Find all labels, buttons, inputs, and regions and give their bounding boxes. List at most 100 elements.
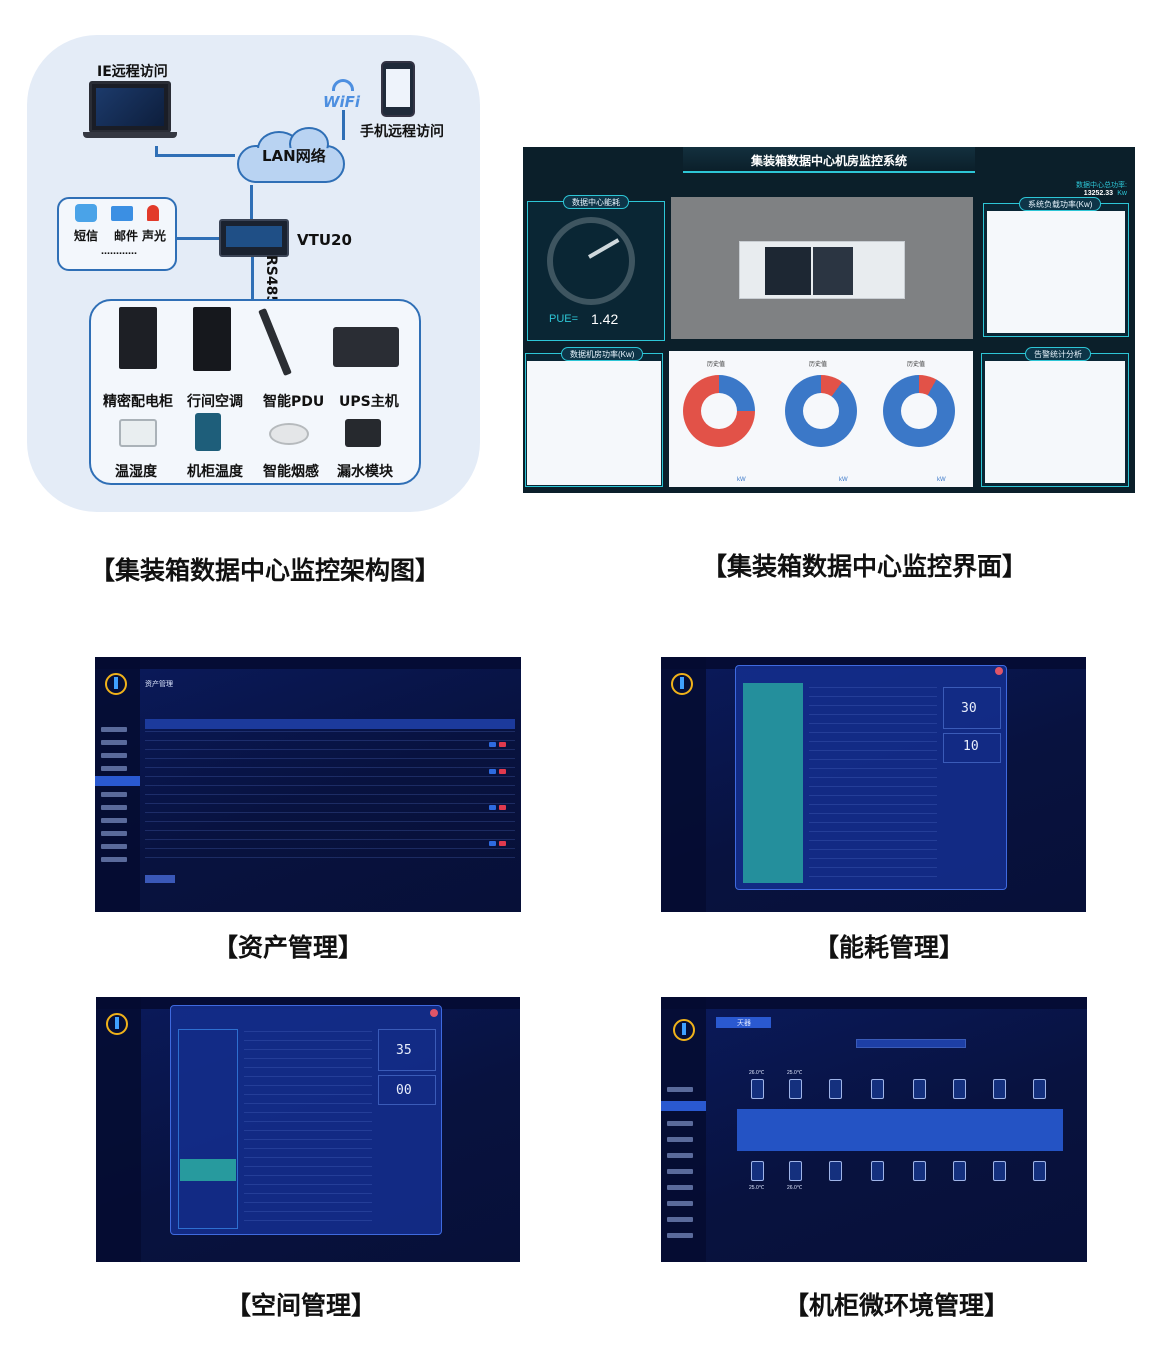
sidebar-item-8[interactable]: [667, 1201, 693, 1206]
delete-button[interactable]: [499, 805, 506, 810]
sidebar-item-11[interactable]: [101, 857, 127, 862]
cabinet-icon[interactable]: [871, 1161, 884, 1181]
value-card-2: [943, 733, 1001, 763]
cabinet-icon[interactable]: [953, 1161, 966, 1181]
sidebar-item-10[interactable]: [667, 1233, 693, 1238]
more-dots: …………: [101, 247, 137, 257]
cabinet-icon[interactable]: [829, 1161, 842, 1181]
donut-unit-3: kW: [937, 477, 946, 483]
energy-management-screenshot: 30 10: [661, 657, 1086, 912]
cabinet-temp-icon: [195, 413, 221, 451]
cabinet-icon[interactable]: [993, 1161, 1006, 1181]
space-value-1: 35: [396, 1043, 412, 1058]
sidebar-item-4[interactable]: [101, 766, 127, 771]
lan-label: LAN网络: [262, 147, 326, 165]
edit-button[interactable]: [489, 841, 496, 846]
sidebar-item-1[interactable]: [101, 727, 127, 732]
edit-button[interactable]: [489, 769, 496, 774]
close-icon[interactable]: [430, 1009, 438, 1017]
table-header: [145, 719, 515, 729]
sidebar-item-1[interactable]: [667, 1087, 693, 1092]
asset-table: [145, 731, 515, 866]
sidebar-item-3[interactable]: [101, 753, 127, 758]
sidebar-item-9[interactable]: [667, 1217, 693, 1222]
edit-button[interactable]: [489, 742, 496, 747]
selected-slot[interactable]: [180, 1159, 236, 1181]
delete-button[interactable]: [499, 742, 506, 747]
top-bar: [95, 657, 521, 669]
logo-icon: [106, 1013, 128, 1035]
device-label-6: 智能烟感: [263, 464, 319, 480]
donut-title-2: 历史值: [809, 362, 828, 368]
sys-load-chart: [987, 211, 1125, 333]
aircon-icon: [193, 307, 231, 371]
cabinet-icon[interactable]: [789, 1079, 802, 1099]
device-label-0: 精密配电柜: [103, 394, 173, 410]
cabinet-icon[interactable]: [789, 1161, 802, 1181]
energy-value-1: 30: [961, 701, 977, 716]
cabinet-icon[interactable]: [1033, 1161, 1046, 1181]
sidebar-item-2[interactable]: [101, 740, 127, 745]
sidebar-item-7[interactable]: [667, 1185, 693, 1190]
cabinet-icon[interactable]: [871, 1079, 884, 1099]
delete-button[interactable]: [499, 769, 506, 774]
alarm-panel-title: 告警统计分析: [1025, 347, 1091, 361]
delete-button[interactable]: [499, 841, 506, 846]
wifi-icon: [332, 79, 354, 91]
temp-reading: 26.0℃: [787, 1185, 803, 1191]
filter-tabs[interactable]: [856, 1039, 966, 1048]
cloud-icon: [227, 127, 352, 185]
space-value-2: 00: [396, 1083, 412, 1098]
device-label-7: 漏水模块: [337, 464, 393, 480]
caption-asset: 【资产管理】: [213, 933, 364, 962]
total-power-value: 13252.33: [1083, 190, 1113, 197]
donut-unit-1: kW: [737, 477, 746, 483]
alarm-label: 声光: [142, 229, 167, 243]
tab-active[interactable]: [716, 1017, 771, 1028]
line-laptop-lan-h: [155, 154, 235, 157]
cabinet-panel: [743, 683, 803, 883]
temp-reading: 26.0℃: [749, 1070, 765, 1076]
sidebar-item-9[interactable]: [101, 831, 127, 836]
dashboard-title: 集装箱数据中心机房监控系统: [750, 154, 907, 168]
sidebar-item-6[interactable]: [667, 1169, 693, 1174]
close-icon[interactable]: [995, 667, 1003, 675]
tab-label: 天器: [737, 1020, 751, 1027]
modal-dialog: [170, 1005, 442, 1235]
line-vtu-devices: [251, 257, 254, 299]
sidebar-item-5[interactable]: [667, 1153, 693, 1158]
cabinet-icon[interactable]: [1033, 1079, 1046, 1099]
sidebar-item-8[interactable]: [101, 818, 127, 823]
container-image: [671, 197, 973, 339]
ie-remote-label: IE远程访问: [97, 64, 168, 80]
pue-label: PUE=: [549, 313, 579, 325]
sidebar-item-4[interactable]: [667, 1137, 693, 1142]
device-label-4: 温湿度: [115, 464, 157, 480]
caption-energy: 【能耗管理】: [814, 933, 965, 962]
device-label-5: 机柜温度: [187, 464, 243, 480]
sidebar-item-10[interactable]: [101, 844, 127, 849]
donut-title-1: 历史值: [707, 362, 726, 368]
sidebar-item-active[interactable]: [95, 776, 140, 786]
sidebar-item-6[interactable]: [101, 792, 127, 797]
asset-management-screenshot: 资产管理: [95, 657, 521, 912]
cabinet-icon[interactable]: [751, 1079, 764, 1099]
mail-label: 邮件: [114, 229, 139, 243]
micro-env-screenshot: 天器 26.0℃ 25.0℃ 25.0℃ 26.0℃: [661, 997, 1087, 1262]
aisle-band: [737, 1109, 1063, 1151]
pagination[interactable]: [145, 875, 175, 883]
cabinet-icon[interactable]: [829, 1079, 842, 1099]
edit-button[interactable]: [489, 805, 496, 810]
pue-gauge-icon: [547, 217, 635, 305]
sidebar-item-3[interactable]: [667, 1121, 693, 1126]
sidebar-item-7[interactable]: [101, 805, 127, 810]
cabinet-icon[interactable]: [913, 1079, 926, 1099]
cabinet-icon[interactable]: [751, 1161, 764, 1181]
sidebar-item-active[interactable]: [661, 1101, 706, 1111]
line-lan-vtu: [250, 185, 253, 221]
cabinet-icon[interactable]: [913, 1161, 926, 1181]
cabinet-icon[interactable]: [953, 1079, 966, 1099]
cabinet-icon[interactable]: [993, 1079, 1006, 1099]
wifi-label: WiFi: [323, 93, 361, 111]
leak-module-icon: [345, 419, 381, 447]
